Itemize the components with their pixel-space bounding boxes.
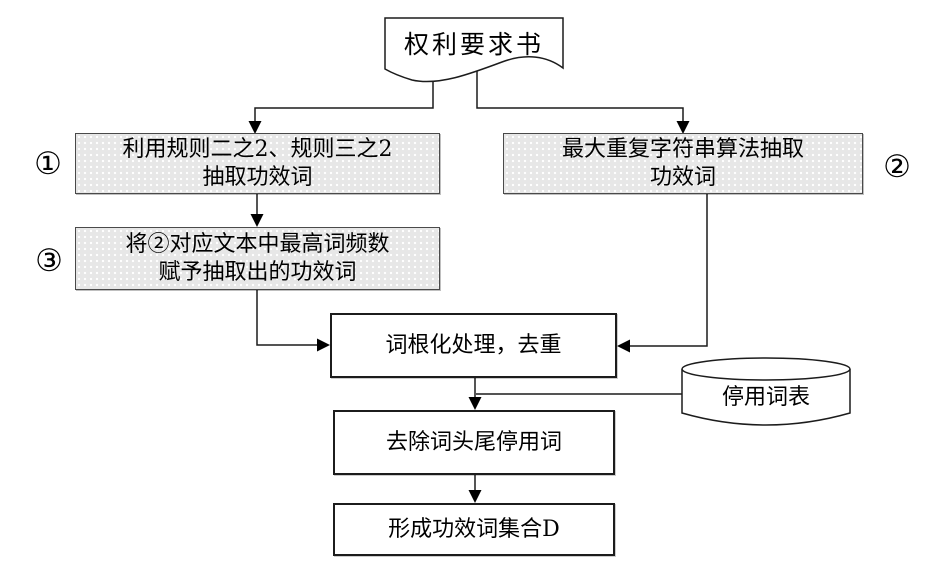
arrowhead-into-step3 bbox=[250, 214, 264, 227]
database-cylinder-body bbox=[681, 369, 851, 426]
process-box-maxstring-extraction: 最大重复字符串算法抽取 功效词 bbox=[503, 133, 863, 194]
document-claims-label: 权利要求书 bbox=[403, 30, 544, 59]
process-box-assign-frequency-line2: 赋予抽取出的功效词 bbox=[158, 259, 357, 285]
process-box-rule-extraction-line1: 利用规则二之2、规则三之2 bbox=[122, 136, 393, 162]
process-box-assign-frequency: 将②对应文本中最高词频数 赋予抽取出的功效词 bbox=[75, 227, 440, 290]
connector-doc-to-step1 bbox=[254, 79, 434, 122]
process-box-result-set-label: 形成功效词集合D bbox=[388, 516, 560, 542]
badge-circled-2: ② bbox=[883, 149, 911, 185]
arrowhead-into-step1 bbox=[248, 121, 262, 134]
process-box-remove-stopwords: 去除词头尾停用词 bbox=[333, 410, 615, 475]
process-box-result-set: 形成功效词集合D bbox=[333, 503, 615, 556]
arrowhead-into-stemming-left bbox=[317, 338, 330, 352]
connector-step3-to-stemming bbox=[256, 290, 318, 346]
process-box-rule-extraction: 利用规则二之2、规则三之2 抽取功效词 bbox=[75, 133, 440, 194]
process-box-maxstring-extraction-line1: 最大重复字符串算法抽取 bbox=[561, 136, 804, 162]
arrowhead-into-remove bbox=[468, 397, 482, 410]
arrowhead-into-stemming-right bbox=[617, 339, 630, 353]
connector-step2-to-stemming bbox=[629, 194, 708, 347]
document-shape bbox=[384, 17, 564, 83]
badge-circled-1: ① bbox=[34, 146, 62, 182]
process-box-assign-frequency-line1: 将②对应文本中最高词频数 bbox=[125, 231, 390, 257]
database-cylinder-top bbox=[681, 357, 851, 381]
arrowhead-into-result bbox=[468, 490, 482, 503]
process-box-stemming-dedup-label: 词根化处理，去重 bbox=[385, 332, 562, 358]
process-box-stemming-dedup: 词根化处理，去重 bbox=[330, 313, 617, 378]
arrowhead-into-step2 bbox=[676, 121, 690, 134]
stopword-list-label: 停用词表 bbox=[721, 385, 810, 410]
process-box-remove-stopwords-label: 去除词头尾停用词 bbox=[385, 429, 562, 455]
process-box-maxstring-extraction-line2: 功效词 bbox=[649, 164, 716, 190]
connector-doc-to-step2 bbox=[476, 63, 684, 122]
process-box-rule-extraction-line2: 抽取功效词 bbox=[202, 164, 313, 190]
badge-circled-3: ③ bbox=[35, 243, 63, 279]
